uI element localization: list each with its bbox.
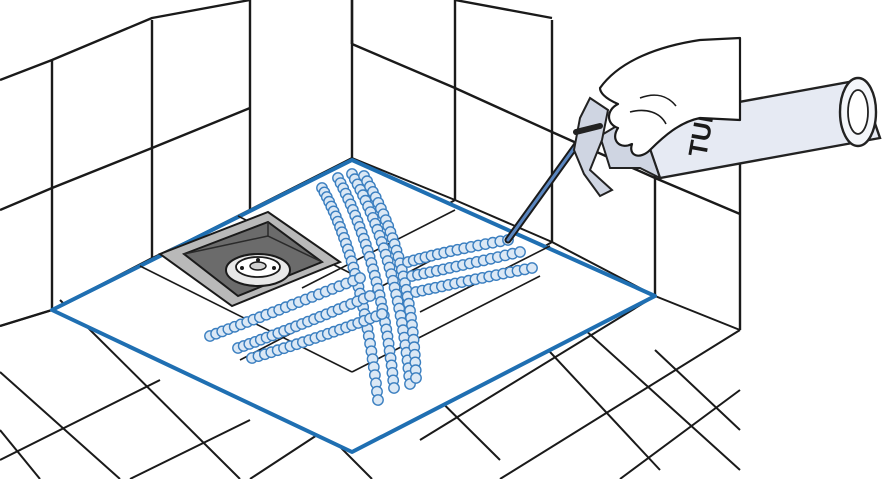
foam-bead	[527, 263, 537, 273]
foam-bead	[355, 273, 365, 283]
foam-bead	[389, 383, 399, 393]
foam-bead	[377, 309, 387, 319]
foam-bead	[373, 395, 383, 405]
foam-bead	[515, 247, 525, 257]
spray-can: TURBO	[508, 38, 880, 240]
foam-bead	[365, 291, 375, 301]
foam-bead	[411, 373, 421, 383]
